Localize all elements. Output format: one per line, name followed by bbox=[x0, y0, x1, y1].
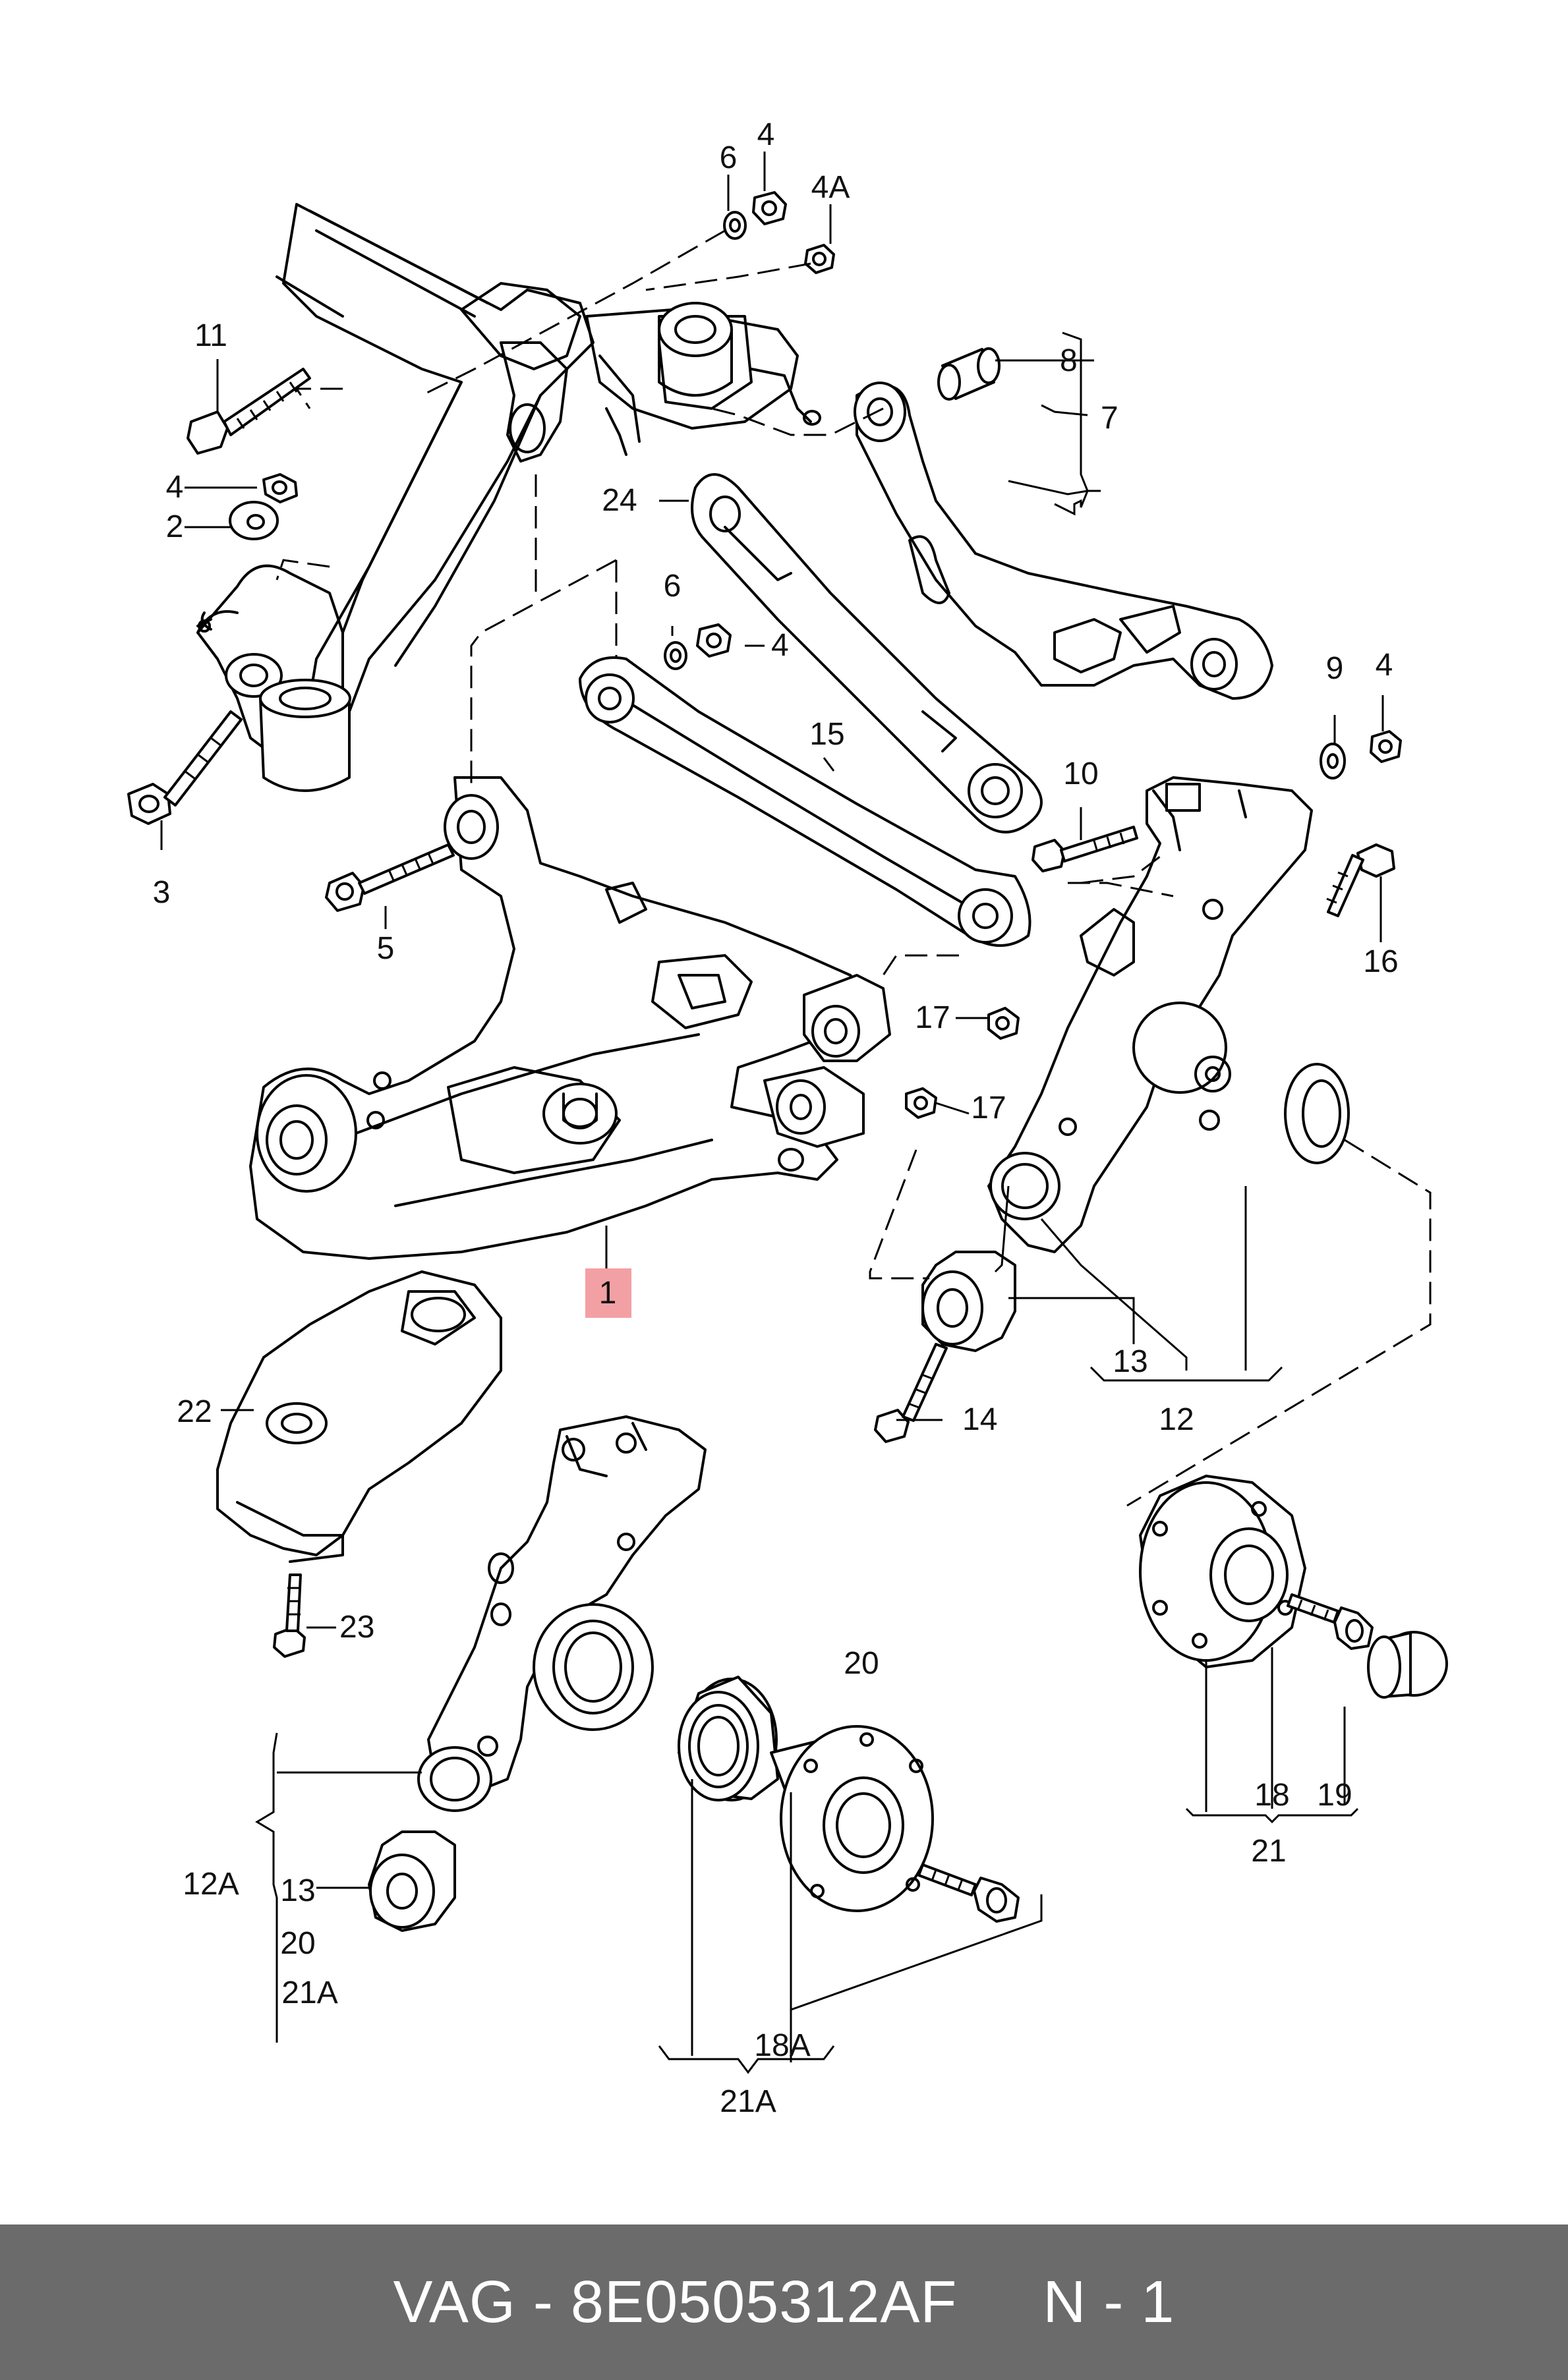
leader-lines bbox=[160, 152, 1384, 2074]
arm-15 bbox=[579, 623, 1031, 947]
lower-control-arm-1 bbox=[249, 776, 1020, 1260]
label-4-right: 4 bbox=[1376, 648, 1393, 683]
label-17-top: 17 bbox=[915, 1000, 950, 1035]
label-23: 23 bbox=[339, 1610, 374, 1645]
part-labels: 1 6 4 4A 11 8 7 4 2 24 6 4 9 4 15 10 3 5… bbox=[153, 117, 1399, 2119]
label-18A: 18A bbox=[754, 2028, 810, 2063]
top-hardware bbox=[127, 191, 835, 825]
hub-21 bbox=[1139, 1475, 1448, 1699]
arm-24 bbox=[691, 473, 1043, 834]
dashed-connectors bbox=[276, 229, 1432, 1507]
label-13: 13 bbox=[1113, 1344, 1147, 1379]
label-22: 22 bbox=[177, 1394, 212, 1429]
shield-22 bbox=[216, 1270, 502, 1658]
suspension-exploded-diagram: 1 6 4 4A 11 8 7 4 2 24 6 4 9 4 15 10 3 5… bbox=[127, 117, 1448, 2119]
subframe bbox=[196, 203, 821, 792]
label-20-list: 20 bbox=[280, 1926, 315, 1961]
footer-bar: VAG - 8E0505312AF N - 1 bbox=[0, 2224, 1568, 2380]
label-4-left: 4 bbox=[166, 470, 184, 505]
label-9: 9 bbox=[1326, 651, 1344, 686]
footer-part-number: VAG - 8E0505312AF N - 1 bbox=[393, 2269, 1175, 2335]
label-6-mid: 6 bbox=[664, 569, 682, 604]
label-17-bottom: 17 bbox=[971, 1091, 1006, 1125]
label-20: 20 bbox=[844, 1646, 879, 1681]
knuckle-12 bbox=[874, 730, 1402, 1443]
label-12A: 12A bbox=[183, 1867, 239, 1902]
knuckle-12A bbox=[368, 1415, 1020, 1932]
label-2: 2 bbox=[166, 509, 184, 544]
label-15: 15 bbox=[809, 717, 844, 752]
label-6: 6 bbox=[720, 140, 738, 175]
label-7: 7 bbox=[1101, 401, 1118, 436]
label-4A: 4A bbox=[811, 170, 850, 205]
label-1: 1 bbox=[599, 1276, 617, 1311]
label-13-lower: 13 bbox=[280, 1873, 315, 1908]
label-18: 18 bbox=[1254, 1778, 1289, 1813]
upper-arm-7 bbox=[854, 347, 1273, 700]
label-4-mid: 4 bbox=[771, 628, 789, 663]
label-12: 12 bbox=[1159, 1402, 1194, 1437]
label-3: 3 bbox=[153, 875, 171, 910]
label-5: 5 bbox=[377, 931, 395, 966]
label-11: 11 bbox=[194, 318, 227, 353]
label-16: 16 bbox=[1363, 944, 1398, 979]
label-21: 21 bbox=[1251, 1834, 1286, 1869]
label-21A: 21A bbox=[720, 2084, 776, 2119]
label-21A-list: 21A bbox=[281, 1975, 337, 2010]
label-10: 10 bbox=[1063, 756, 1098, 791]
label-24: 24 bbox=[602, 483, 637, 518]
label-8: 8 bbox=[1060, 343, 1078, 378]
label-19: 19 bbox=[1317, 1778, 1352, 1813]
label-4: 4 bbox=[757, 117, 775, 152]
part-1-highlight bbox=[585, 1268, 631, 1318]
label-14: 14 bbox=[962, 1402, 997, 1437]
